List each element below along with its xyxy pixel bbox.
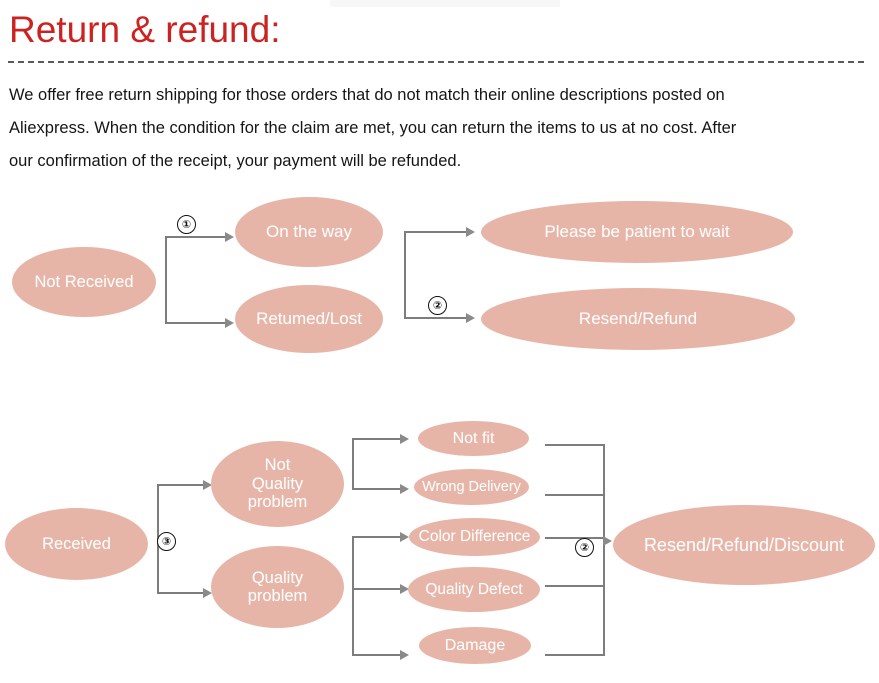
split-top-2 (404, 231, 468, 233)
top-artifact-band (330, 0, 560, 7)
policy-line-1: We offer free return shipping for those … (9, 86, 725, 104)
split-bottom-3 (157, 592, 205, 594)
arrow-to-resend-refund (466, 313, 475, 323)
fanout-damage (352, 654, 402, 656)
split-bus-2 (404, 231, 406, 319)
policy-paragraph: We offer free return shipping for those … (9, 79, 867, 178)
arrow-to-quality-problem (203, 588, 212, 598)
fanout-notfit (352, 438, 402, 440)
title-divider (8, 61, 864, 63)
arrow-to-resend-refund-discount (603, 536, 612, 546)
node-not-fit: Not fit (418, 421, 529, 456)
arrow-to-not-quality-problem (203, 480, 212, 490)
split-bus-1 (165, 236, 167, 324)
node-resend-refund: Resend/Refund (481, 288, 795, 350)
arrow-to-on-the-way (225, 232, 234, 242)
marker-2-top: ② (428, 296, 447, 315)
policy-line-2: Aliexpress. When the condition for the c… (9, 119, 737, 137)
node-color-difference: Color Difference (409, 518, 540, 556)
split-top-1 (165, 236, 227, 238)
split-bottom-2 (404, 317, 468, 319)
page-title: Return & refund: (9, 9, 281, 50)
node-please-be-patient: Please be patient to wait (481, 201, 793, 263)
fanout-bus-notquality (352, 438, 354, 490)
merge-wrongdelivery (545, 494, 605, 496)
fanout-qualitydefect (352, 588, 402, 590)
marker-2-bottom: ② (575, 538, 594, 557)
marker-1: ① (177, 215, 196, 234)
node-damage: Damage (419, 627, 531, 664)
fanout-bus-quality (352, 536, 354, 656)
arrow-to-color-difference (400, 532, 409, 542)
arrow-to-quality-defect (400, 584, 409, 594)
merge-colordifference (545, 537, 605, 539)
fanout-colordifference (352, 536, 402, 538)
arrow-to-wrong-delivery (400, 484, 409, 494)
node-received: Received (5, 508, 148, 580)
merge-qualitydefect (545, 585, 605, 587)
merge-notfit (545, 444, 605, 446)
arrow-to-not-fit (400, 434, 409, 444)
node-not-received: Not Received (12, 247, 156, 317)
node-quality-defect: Quality Defect (408, 567, 540, 612)
node-on-the-way: On the way (235, 197, 383, 267)
node-returned-lost: Retumed/Lost (235, 285, 383, 353)
policy-line-3: our confirmation of the receipt, your pa… (9, 152, 462, 170)
split-bottom-1 (165, 322, 227, 324)
split-top-3 (157, 484, 205, 486)
node-wrong-delivery: Wrong Delivery (414, 469, 529, 505)
arrow-to-damage (400, 650, 409, 660)
arrow-to-returned-lost (225, 318, 234, 328)
arrow-to-be-patient (466, 227, 475, 237)
node-resend-refund-discount: Resend/Refund/Discount (613, 505, 875, 585)
merge-damage (545, 654, 605, 656)
merge-bus (603, 444, 605, 656)
fanout-wrongdelivery (352, 488, 402, 490)
marker-3: ③ (157, 532, 176, 551)
